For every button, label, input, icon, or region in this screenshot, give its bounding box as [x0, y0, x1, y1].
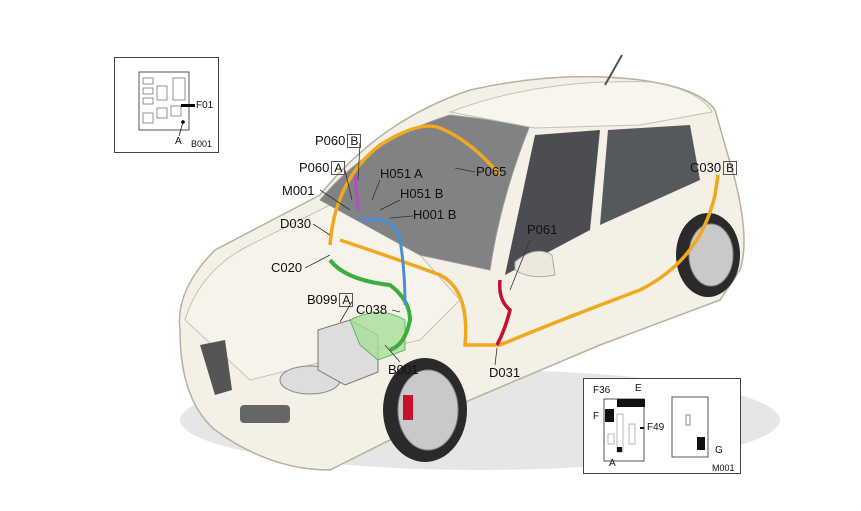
fusebox-m001-drawing	[603, 396, 709, 462]
inset-label-f: F	[593, 411, 600, 422]
inset-label-f49: F49	[647, 422, 665, 433]
callout-suffix: A	[331, 161, 346, 175]
callout-d030: D030	[280, 216, 312, 231]
callout-h051a: H051 A	[380, 166, 423, 181]
side-window-rear	[600, 125, 700, 225]
callout-d031: D031	[489, 365, 521, 380]
roof	[448, 81, 713, 129]
side-window-front	[505, 130, 600, 275]
leader-lines	[304, 142, 531, 366]
inset-title: B001	[191, 139, 213, 149]
harness-orange	[328, 124, 720, 347]
fusebox-b001-drawing	[138, 71, 195, 137]
inset-label-g: G	[715, 445, 723, 456]
grille	[200, 340, 232, 395]
callout-h001b: H001 B	[413, 207, 457, 222]
inset-label-a: A	[609, 458, 616, 469]
inset-m001: F36 E F F49 A G M001	[583, 378, 741, 474]
inset-label-f01: F01	[196, 100, 214, 111]
callout-code: C030	[690, 160, 722, 175]
callout-h051b: H051 B	[400, 186, 444, 201]
callout-code: B099	[307, 292, 338, 307]
harness-blue	[359, 217, 407, 306]
inset-title: M001	[712, 463, 735, 473]
callout-suffix: A	[339, 293, 354, 307]
harness-purple	[353, 174, 360, 211]
side-mirror	[514, 250, 556, 278]
callout-p061: P061	[527, 222, 558, 237]
front-wheel	[383, 358, 467, 462]
callout-code: P060	[299, 160, 330, 175]
antenna	[604, 54, 623, 86]
callout-suffix: B	[347, 134, 362, 148]
callout-b001: B001	[388, 362, 419, 377]
harness-red	[495, 279, 512, 346]
callout-suffix: B	[723, 161, 738, 175]
callout-code: P060	[315, 133, 346, 148]
inset-b001: F01 A B001	[114, 57, 219, 153]
rear-wheel	[676, 213, 740, 297]
inset-label-a: A	[175, 136, 182, 147]
inset-label-e: E	[635, 383, 642, 394]
callout-m001: M001	[282, 183, 315, 198]
lower-grille	[240, 405, 290, 423]
callout-c020: C020	[271, 260, 303, 275]
callout-c038: C038	[356, 302, 388, 317]
inset-label-f36: F36	[593, 385, 611, 396]
callout-p065: P065	[476, 164, 507, 179]
